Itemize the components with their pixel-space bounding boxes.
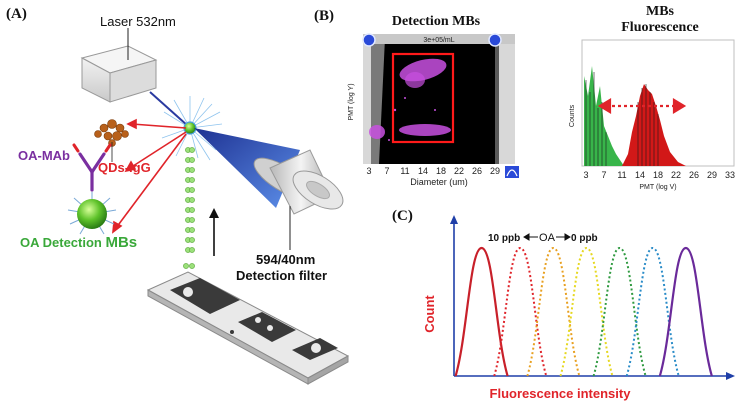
chart-curves — [454, 246, 713, 377]
scatter-xtick: 22 — [454, 166, 464, 176]
histogram-xtick: 18 — [653, 170, 663, 180]
concentration-arrow — [523, 233, 571, 241]
laser-beam — [149, 91, 189, 127]
histogram-plot: Counts 3 7 11 14 18 22 26 29 33 PMT (log… — [569, 39, 735, 191]
laser-label: Laser 532nm — [100, 14, 176, 29]
histogram-noise — [585, 72, 659, 166]
fluorescence-curves-chart: Count Fluorescence intensity 10 ppb OA 0… — [422, 215, 735, 401]
right-handle-icon[interactable] — [488, 33, 502, 47]
detection-bead — [67, 192, 117, 235]
microfluidic-cartridge — [146, 271, 350, 385]
histogram-xlabel: PMT (log V) — [639, 184, 676, 191]
scatter-xtick: 29 — [490, 166, 500, 176]
scatter-title: Detection MBs — [391, 14, 481, 29]
scatter-xtick: 26 — [472, 166, 482, 176]
emission-cone — [194, 128, 300, 208]
chart-ylabel: Count — [422, 295, 437, 333]
scatter-xtick: 14 — [418, 166, 428, 176]
x-axis-arrow — [726, 372, 735, 380]
scatter-xtick: 18 — [436, 166, 446, 176]
oa-detection-prefix: OA Detection — [20, 235, 106, 250]
binding-arrows — [112, 118, 187, 234]
filter-label-line1: 594/40nm — [256, 252, 316, 267]
panel-a-illustration — [67, 28, 350, 385]
chart-axes — [450, 215, 735, 380]
qds-igg-label: QDs-IgG — [98, 160, 151, 175]
scatter-plot: 3e+05/mL PMT (log Y) 3 7 11 14 18 22 26 … — [348, 33, 519, 187]
scatter-xlabel: Diameter (um) — [410, 177, 468, 187]
scatter-xtick: 11 — [400, 166, 409, 176]
high-conc-label: 10 ppb — [488, 233, 520, 244]
peak-icon — [506, 169, 518, 177]
flow-stream — [183, 147, 195, 269]
scatter-xticks: 3 7 11 14 18 22 26 29 — [366, 166, 500, 176]
hist-title-line1: MBs — [646, 4, 674, 19]
scatter-ylabel: PMT (log Y) — [348, 83, 355, 120]
gate-rectangle — [391, 52, 455, 144]
fluorescence-curve-6 — [658, 246, 713, 377]
laser-box — [80, 45, 158, 103]
panel-a-letter: (A) — [6, 6, 27, 22]
oa-detection-mbs: MBs — [105, 234, 138, 251]
flow-arrow — [209, 208, 219, 256]
analyte-label: OA — [539, 232, 556, 244]
hist-title-line2: Fluorescence — [621, 20, 699, 35]
oa-mab-label: OA-MAb — [18, 148, 70, 163]
panel-b-letter: (B) — [314, 8, 334, 24]
chart-xlabel: Fluorescence intensity — [490, 386, 632, 401]
scatter-counter: 3e+05/mL — [423, 37, 454, 44]
histogram-xtick: 14 — [635, 170, 645, 180]
fluorescence-curve-2 — [526, 246, 581, 377]
histogram-xtick: 33 — [725, 170, 735, 180]
scatter-xtick: 7 — [384, 166, 389, 176]
histogram-xtick: 3 — [583, 170, 588, 180]
qds-igg-molecule — [94, 119, 129, 147]
antibody-tips — [72, 143, 112, 153]
histogram-xtick: 22 — [671, 170, 681, 180]
histogram-xtick: 11 — [617, 170, 626, 180]
histogram-xtick: 26 — [689, 170, 699, 180]
antibody-icon — [78, 152, 106, 192]
low-conc-label: 0 ppb — [571, 233, 598, 244]
fluorescence-curve-5 — [625, 246, 680, 377]
y-axis-arrow — [450, 215, 458, 224]
histogram-ylabel: Counts — [569, 104, 576, 127]
scatter-xtick: 3 — [366, 166, 371, 176]
filter-barrel — [253, 149, 344, 215]
panel-c-letter: (C) — [392, 208, 413, 224]
left-handle-icon[interactable] — [362, 33, 376, 47]
filter-label-line2: Detection filter — [236, 268, 328, 283]
fluorescence-curve-1 — [493, 246, 548, 377]
histogram-xtick: 7 — [601, 170, 606, 180]
fluorescence-curve-0 — [454, 246, 509, 377]
oa-detection-label: OA Detection MBs — [20, 234, 137, 251]
fluorescence-curve-3 — [559, 246, 614, 377]
peak-button[interactable] — [505, 166, 519, 178]
scatter-clusters — [369, 58, 454, 143]
histogram-xticks: 3 7 11 14 18 22 26 29 33 — [583, 170, 735, 180]
histogram-xtick: 29 — [707, 170, 717, 180]
spread-arrow — [597, 98, 687, 114]
fluorescence-curve-4 — [592, 246, 647, 377]
